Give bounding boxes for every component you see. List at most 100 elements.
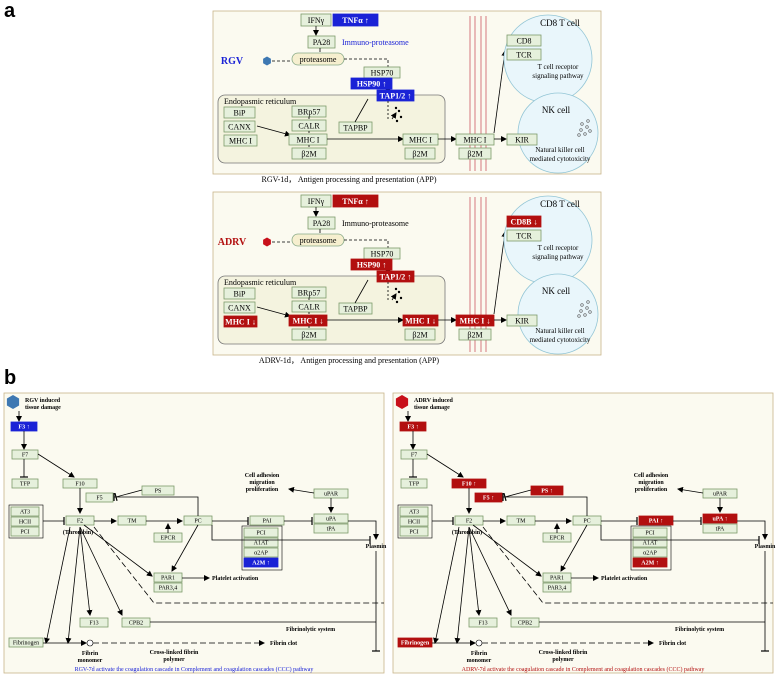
b2m-er-loaded-box — [404, 147, 436, 160]
hcii-box — [10, 516, 40, 527]
ccc-title-line1: ADRV induced — [414, 398, 454, 404]
connector — [482, 526, 773, 604]
inhibitor-group — [8, 504, 44, 539]
granule — [586, 119, 590, 123]
ccc-caption: ADRV-7d activate the coagulation cascade… — [462, 666, 705, 673]
connector — [560, 524, 588, 572]
peptide-dot — [393, 294, 397, 298]
a2ap-box — [632, 547, 668, 558]
mhc1-er-mid-box — [288, 314, 328, 327]
cpb2-box — [510, 617, 540, 628]
connector — [493, 231, 508, 315]
f10-box — [62, 478, 98, 489]
peptide-dot — [395, 119, 399, 123]
calr-box — [291, 300, 327, 313]
fibrinogen-box — [397, 637, 433, 648]
bip: BiP — [233, 289, 246, 298]
granule — [583, 132, 587, 136]
thrombin-label: (Thrombin) — [63, 529, 93, 536]
cell-adhesion-line3: proliferation — [246, 487, 279, 493]
tap12: TAP1/2 ↑ — [380, 272, 412, 281]
drug-hexagon — [263, 56, 271, 66]
connector — [348, 520, 379, 540]
tpa-box — [313, 523, 349, 534]
platelet-activation: Platelet activation — [601, 576, 648, 582]
peptide-dot — [393, 113, 397, 117]
pc-box — [572, 515, 602, 526]
granule — [588, 310, 592, 314]
tnf-alpha-box — [332, 194, 379, 208]
connector — [44, 526, 71, 644]
platelet-activation: Platelet activation — [212, 576, 259, 582]
hsp90-box — [350, 77, 393, 90]
canx: CANX — [228, 122, 251, 131]
pa28: PA28 — [313, 219, 331, 228]
granule — [585, 306, 589, 310]
proteasome: proteasome — [300, 236, 337, 245]
hsp90: HSP90 ↑ — [357, 260, 387, 269]
fibrinolytic-label: Fibrinolytic system — [286, 627, 335, 633]
ccc-title-line2: tissue damage — [25, 405, 61, 411]
immuno-proteasome-label: Immuno-proteasome — [342, 219, 409, 228]
upar-box — [313, 488, 349, 499]
granule — [585, 125, 589, 129]
pai-box — [638, 515, 674, 526]
connector — [79, 526, 123, 616]
connector — [468, 526, 512, 616]
tapbp: TAPBP — [343, 123, 368, 132]
connector — [211, 525, 371, 544]
mhc1-surface: MHC I — [464, 135, 487, 144]
ps-box — [530, 485, 564, 496]
cell-adhesion-line2: migration — [249, 480, 275, 486]
cell-adhesion-line3: proliferation — [635, 487, 668, 493]
f7-box — [11, 449, 39, 460]
f13-box — [79, 617, 109, 628]
granule — [577, 314, 581, 318]
ifn-gamma: IFNγ — [308, 197, 325, 206]
crosslinked-line2: polymer — [552, 657, 574, 663]
drug-hexagon — [263, 237, 271, 247]
at3-box — [399, 506, 429, 517]
f2: F2 — [77, 519, 83, 525]
mhc1-er-mid: MHC I — [297, 135, 320, 144]
a2m: A2M ↑ — [641, 561, 659, 567]
f13-box — [468, 617, 498, 628]
b2m-er-mid-box — [291, 147, 327, 160]
nk-pathway-line1: Natural killer cell — [535, 146, 584, 154]
cd8-cell-label: CD8 T cell — [540, 18, 580, 28]
tcr-box — [506, 48, 542, 61]
mhc1-er-left: MHC I — [229, 136, 252, 145]
drug-label: RGV — [221, 56, 244, 67]
ps: PS — [155, 489, 162, 495]
connector — [113, 493, 199, 516]
ifn-gamma-box — [300, 194, 332, 208]
hsp70-box — [363, 247, 401, 260]
connector — [65, 526, 81, 644]
f10: F10 — [75, 482, 84, 488]
plasmin-label: Plasmin — [755, 544, 776, 550]
b2m-surface: β2M — [467, 330, 482, 339]
kir: KIR — [515, 135, 529, 144]
tm: TM — [128, 519, 138, 525]
app-panel-rgv — [212, 10, 602, 175]
f2-box — [454, 515, 484, 526]
connector — [503, 489, 532, 502]
f3-box — [399, 421, 427, 432]
f5: F5 — [96, 496, 102, 502]
pa28-box — [307, 216, 336, 230]
pa28: PA28 — [313, 38, 331, 47]
a2m-box — [632, 557, 668, 568]
pci-box — [632, 527, 668, 538]
connector — [93, 526, 384, 604]
mhc1-er-loaded: MHC I ↓ — [405, 316, 436, 325]
f3-box — [10, 421, 38, 432]
inhibitor-group — [397, 504, 433, 539]
peptide-dot — [397, 109, 401, 113]
hsp70: HSP70 — [371, 249, 394, 258]
f5-box — [85, 492, 114, 503]
epcr: EPCR — [160, 536, 175, 542]
f10-box — [451, 478, 487, 489]
tfp: TFP — [409, 482, 420, 488]
fibrin-clot-label: Fibrin clot — [270, 641, 297, 647]
par1: PAR1 — [161, 576, 175, 582]
